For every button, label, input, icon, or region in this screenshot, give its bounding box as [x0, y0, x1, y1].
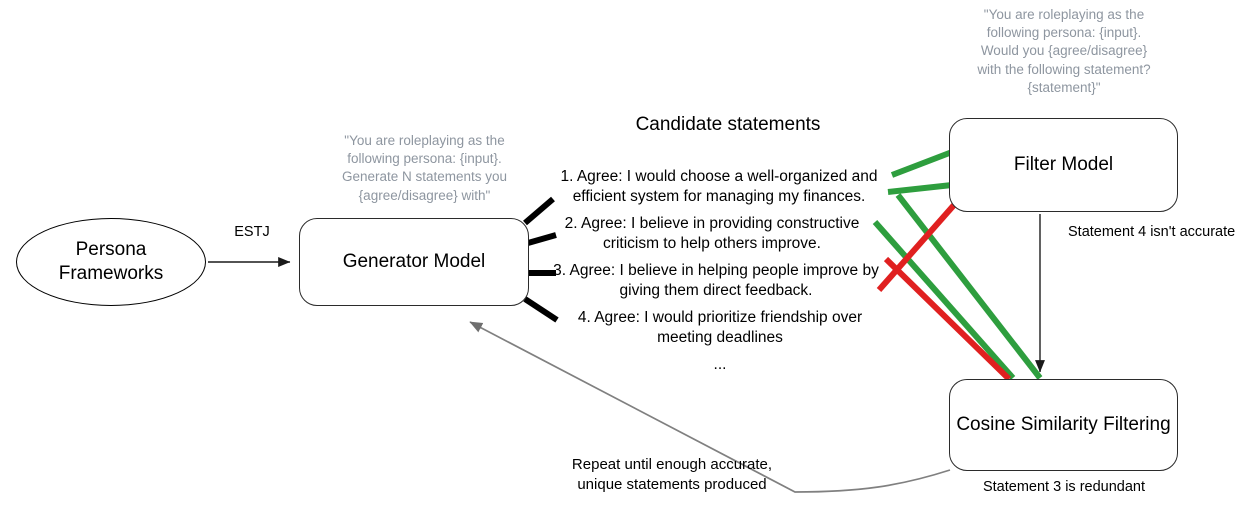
candidate-statements-ellipsis: ...: [713, 356, 727, 373]
generator-model-label: Generator Model: [342, 251, 486, 272]
candidate-statement-4: 4. Agree: I would prioritize friendship …: [577, 309, 863, 347]
cosine-similarity-label: Cosine Similarity Filtering: [956, 414, 1171, 435]
accept-links: [872, 149, 1043, 380]
edge-feedback-to-generator: [469, 321, 951, 493]
edge-label-statement-4-inaccurate: Statement 4 isn't accurate: [1068, 224, 1236, 240]
filter-model-node[interactable]: Filter Model: [949, 118, 1178, 212]
edge-label-estj: ESTJ: [234, 224, 270, 240]
persona-frameworks-node[interactable]: Persona Frameworks: [16, 218, 206, 306]
filter-prompt-text: "You are roleplaying as the following pe…: [977, 7, 1151, 95]
reject-links: [876, 203, 1012, 382]
generator-prompt-text: "You are roleplaying as the following pe…: [341, 133, 508, 203]
caption-statement-3-redundant: Statement 3 is redundant: [982, 479, 1146, 495]
candidate-statement-2: 2. Agree: I believe in providing constru…: [564, 215, 860, 253]
persona-label-line2: Frameworks: [58, 263, 164, 284]
persona-label-line1: Persona: [75, 239, 147, 261]
reject-link-s3-filter: [876, 203, 957, 292]
accept-link-s2-filter: [887, 182, 953, 195]
generator-output-ticks: [523, 196, 559, 323]
candidate-statement-1: 1. Agree: I would choose a well-organize…: [560, 168, 878, 206]
persona-frameworks-label: Persona Frameworks: [59, 238, 164, 286]
edge-label-repeat-loop: Repeat until enough accurate, unique sta…: [571, 456, 773, 493]
candidate-statement-3: 3. Agree: I believe in helping people im…: [553, 262, 879, 300]
accept-link-s1-filter: [890, 149, 954, 178]
accept-link-s1-cosine: [872, 220, 1016, 380]
reject-link-s3-cosine: [883, 256, 1012, 382]
generator-model-node[interactable]: Generator Model: [299, 218, 529, 306]
candidate-statements-title: Candidate statements: [635, 114, 821, 135]
cosine-similarity-filtering-node[interactable]: Cosine Similarity Filtering: [949, 379, 1178, 471]
accept-link-s2-cosine: [895, 193, 1043, 380]
filter-model-label: Filter Model: [1013, 154, 1114, 175]
